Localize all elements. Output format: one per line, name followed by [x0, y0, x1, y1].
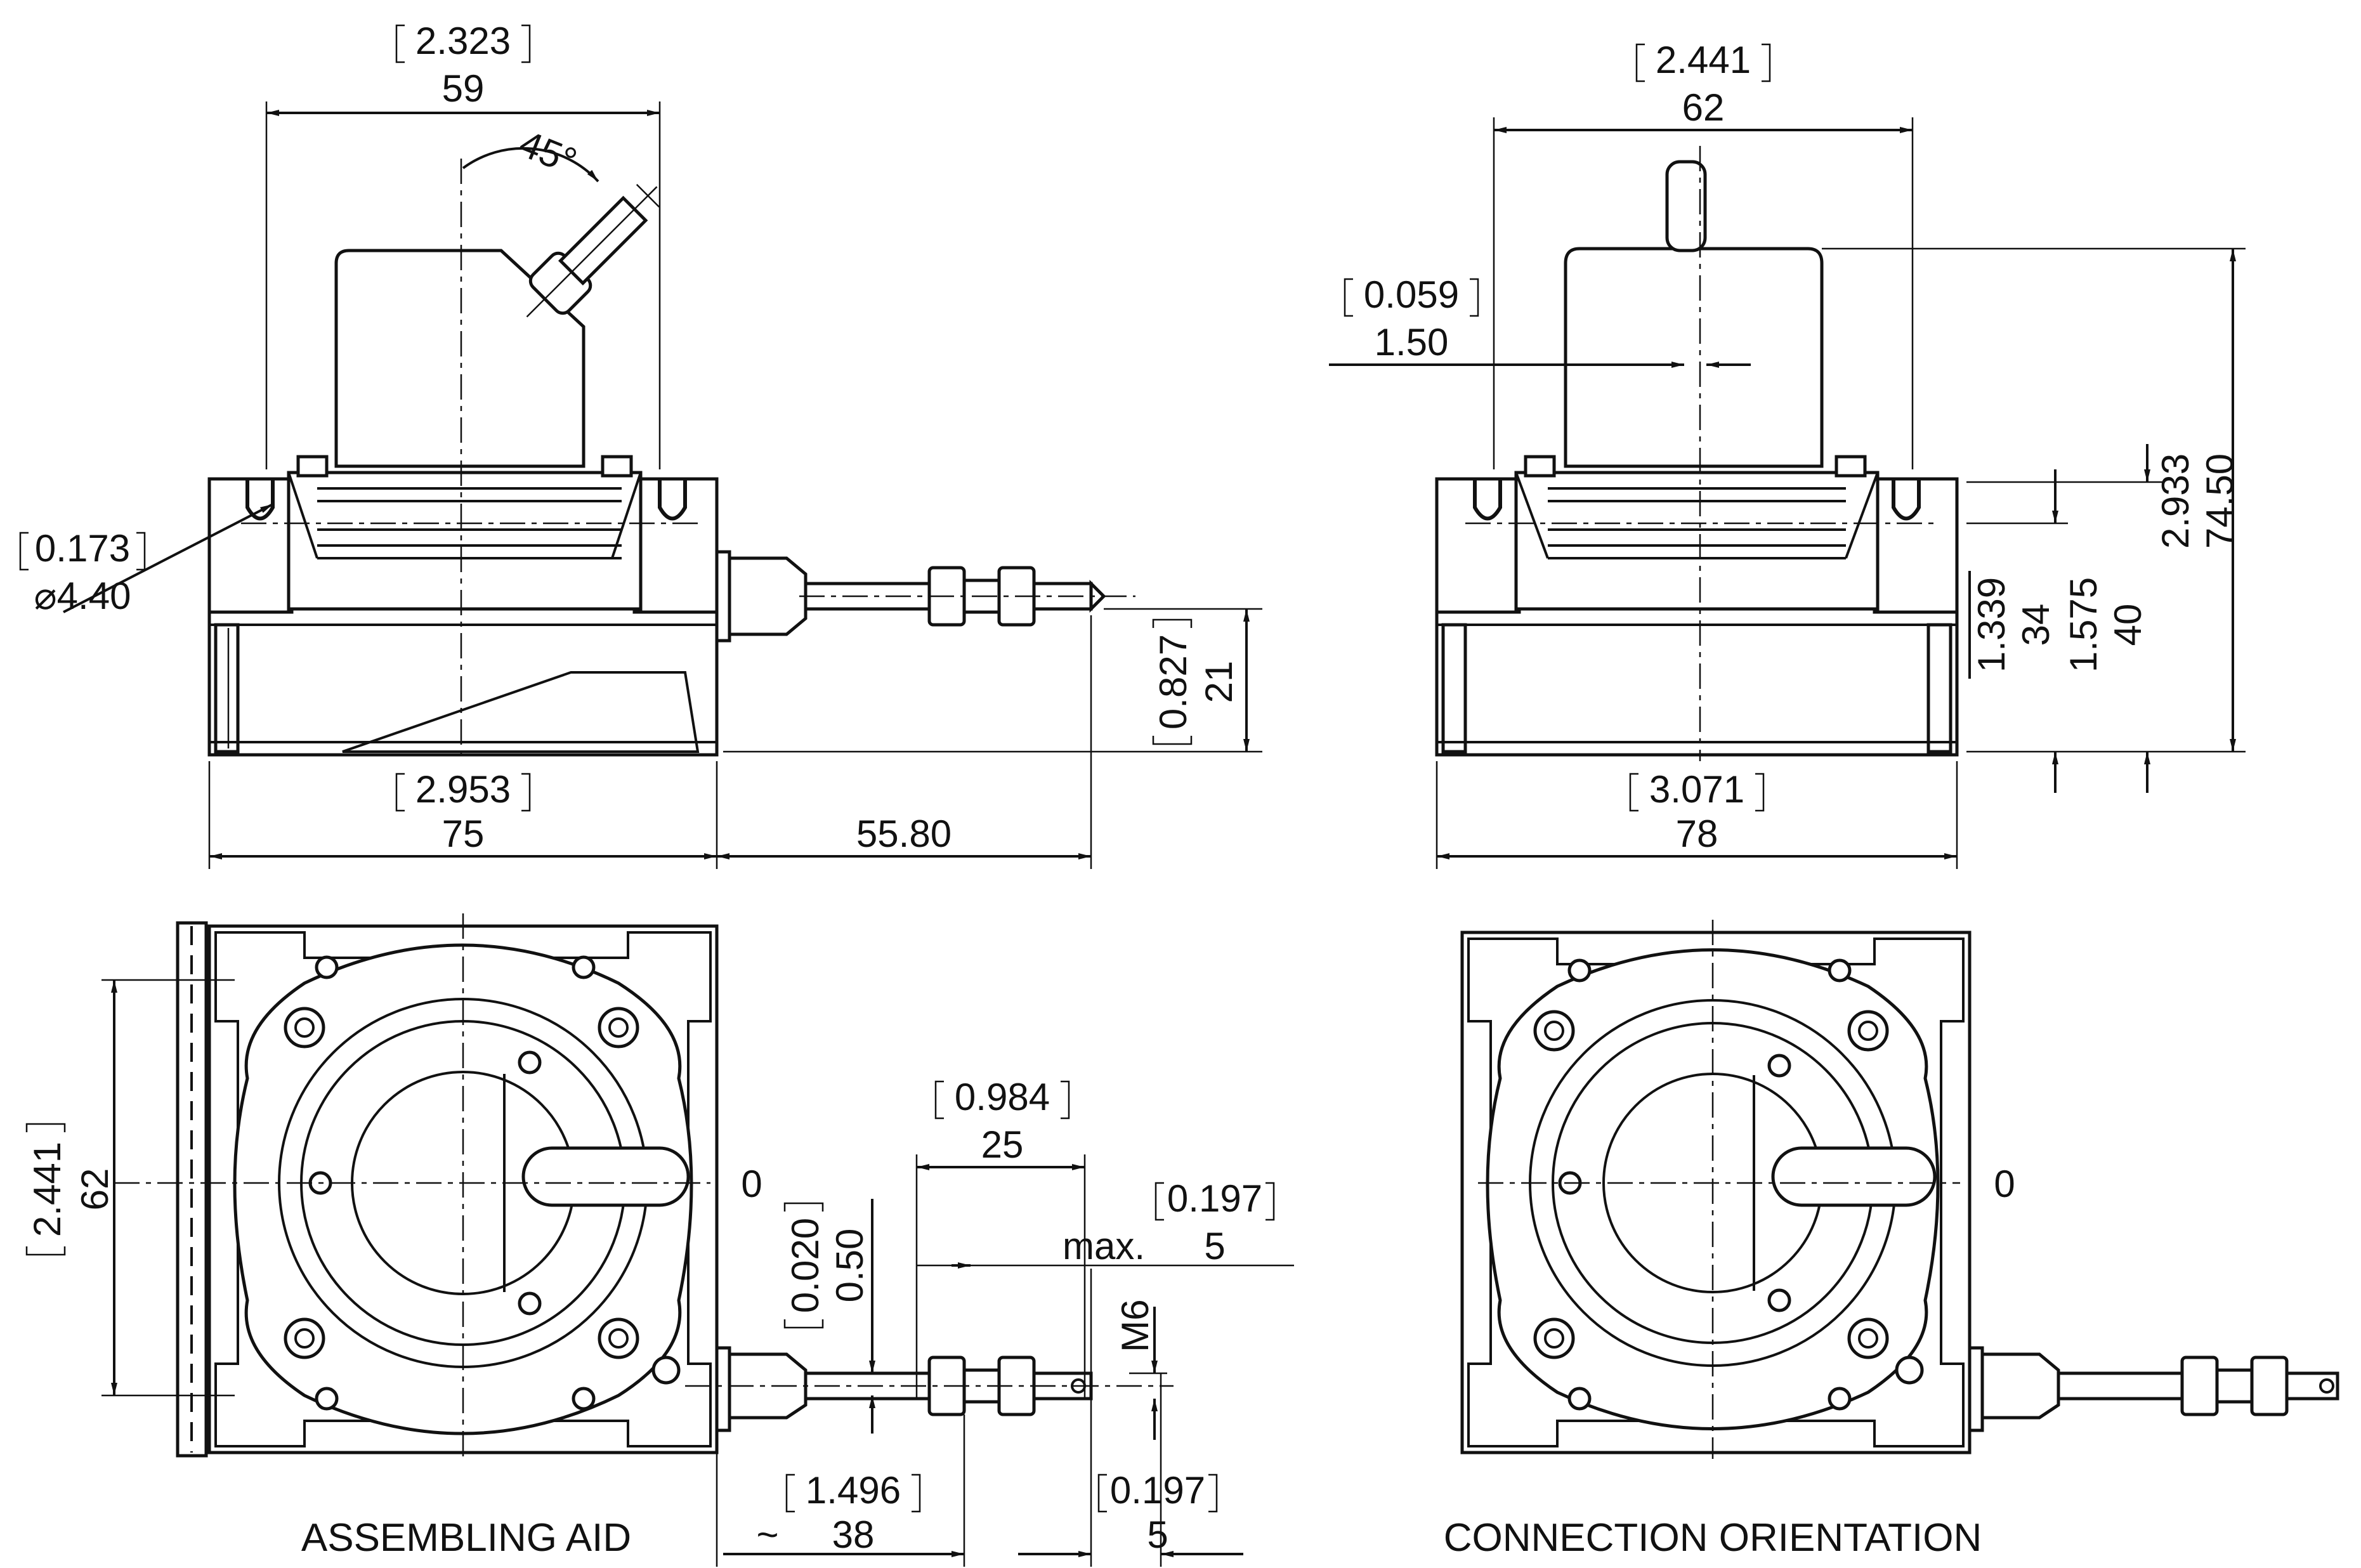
dim-angle: 45° — [513, 122, 582, 183]
dim-25-mm: 25 — [981, 1123, 1024, 1166]
dim-h745-inch: 2.933 — [2154, 454, 2197, 549]
dim-base-inch: 2.953 — [415, 768, 511, 811]
dim-width-mm: 62 — [1682, 86, 1725, 129]
approx-sign: ~ — [756, 1513, 778, 1556]
dim-side-inch: 2.441 — [26, 1142, 69, 1237]
caption-assembling-aid: ASSEMBLING AID — [301, 1516, 631, 1560]
dim-5-inch: 0.197 — [1110, 1469, 1205, 1512]
dim-height-mm: 21 — [1198, 661, 1240, 703]
dim-050-mm: 0.50 — [828, 1229, 871, 1303]
dim-max-inch: 0.197 — [1167, 1177, 1262, 1220]
side-view-left — [207, 159, 1135, 761]
dim-base-inch: 3.071 — [1649, 768, 1744, 811]
dim-offset-mm: 1.50 — [1375, 321, 1449, 363]
thread-label: M6 — [1114, 1299, 1156, 1352]
dim-hole-mm: ⌀4.40 — [34, 575, 131, 617]
dim-width-inch: 2.441 — [1656, 39, 1751, 81]
dim-h745-mm: 74.50 — [2199, 454, 2241, 549]
dim-h34-inch: 1.339 — [1970, 577, 2013, 672]
top-view-connection-orientation: 0 CONNECTION ORIENTATION — [1444, 920, 2339, 1560]
dim-h34-mm: 34 — [2015, 604, 2057, 646]
dim-5-mm: 5 — [1147, 1513, 1168, 1556]
dim-offset-inch: 0.059 — [1364, 273, 1459, 316]
dim-38-inch: 1.496 — [806, 1469, 901, 1512]
dim-side-mm: 62 — [74, 1168, 116, 1211]
dim-base-mm: 78 — [1676, 813, 1718, 855]
dim-hole-inch: 0.173 — [35, 527, 130, 570]
dim-height-inch: 0.827 — [1152, 634, 1194, 729]
side-view-left-dims: 2.323 59 45° 0.173 ⌀4.40 2.953 75 55.80 … — [19, 20, 1262, 869]
dim-25-inch: 0.984 — [955, 1076, 1050, 1118]
dim-cable-length: 55.80 — [856, 813, 952, 855]
dim-base-mm: 75 — [442, 813, 485, 855]
top-view-assembling-aid — [114, 913, 1174, 1459]
front-view-right-dims: 2.441 62 0.059 1.50 3.071 78 1.339 34 1.… — [1329, 39, 2246, 869]
dim-38-mm: 38 — [832, 1513, 875, 1556]
dim-050-inch: 0.020 — [784, 1218, 827, 1313]
dim-h40-mm: 40 — [2107, 604, 2149, 646]
max-label: max. — [1063, 1225, 1145, 1267]
dim-max-mm: 5 — [1204, 1225, 1225, 1267]
dim-h40-inch: 1.575 — [2062, 577, 2105, 672]
top-view-assembling-aid-dims: 2.441 62 0 0.984 25 max. 0.197 5 0.020 0… — [25, 979, 1294, 1567]
angle-zero-label: 0 — [741, 1163, 762, 1205]
front-view-right — [1435, 146, 1959, 761]
dim-width-inch: 2.323 — [415, 20, 511, 62]
dim-width-mm: 59 — [442, 67, 485, 110]
caption-connection-orientation: CONNECTION ORIENTATION — [1444, 1516, 1982, 1560]
angle-zero-label: 0 — [1994, 1163, 2015, 1205]
